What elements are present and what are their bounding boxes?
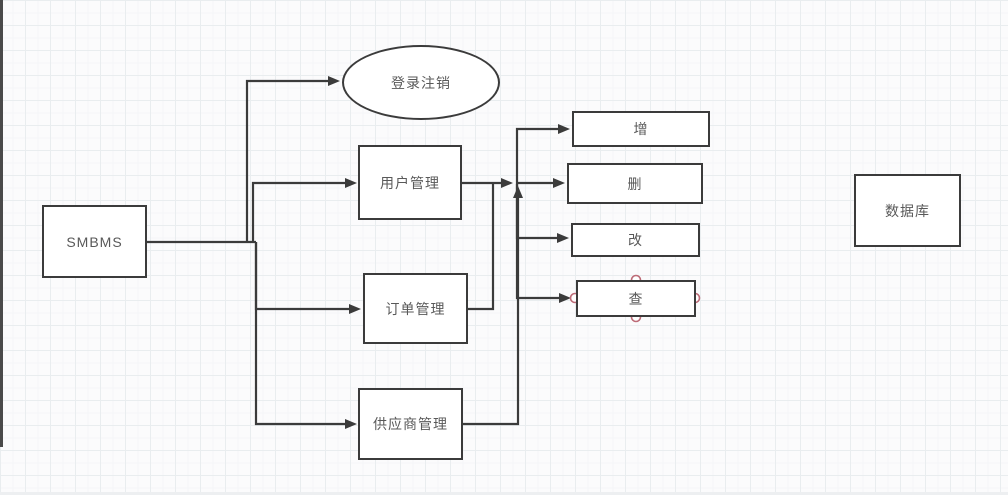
node-label: 增 bbox=[633, 121, 649, 137]
node-label: 用户管理 bbox=[380, 174, 440, 191]
window-edge-left bbox=[0, 0, 3, 447]
node-crud-update[interactable]: 改 bbox=[571, 223, 700, 257]
edge-smbms-login-logout[interactable] bbox=[245, 76, 340, 242]
node-label: 供应商管理 bbox=[373, 416, 448, 432]
node-label: 删 bbox=[627, 175, 643, 192]
node-label: 改 bbox=[628, 232, 643, 248]
edge-smbms-user-mgmt[interactable] bbox=[251, 178, 357, 242]
edge-junction-crud-query[interactable] bbox=[515, 184, 571, 303]
edge-smbms-supplier-mgmt[interactable] bbox=[254, 242, 357, 429]
node-crud-query[interactable]: 查 bbox=[576, 280, 696, 317]
node-smbms[interactable]: SMBMS bbox=[42, 205, 147, 278]
node-label: 登录注销 bbox=[391, 74, 451, 91]
canvas-bottom-edge bbox=[0, 492, 1008, 495]
node-crud-delete[interactable]: 删 bbox=[567, 163, 703, 204]
edge-smbms-order-mgmt[interactable] bbox=[254, 242, 361, 314]
edge-junction-crud-update[interactable] bbox=[515, 184, 569, 243]
node-crud-add[interactable]: 增 bbox=[572, 111, 710, 147]
node-label: 订单管理 bbox=[385, 300, 446, 317]
edge-order-mgmt-junction[interactable] bbox=[468, 184, 495, 311]
node-order-mgmt[interactable]: 订单管理 bbox=[363, 273, 468, 344]
node-label: SMBMS bbox=[66, 233, 123, 250]
node-database[interactable]: 数据库 bbox=[854, 174, 961, 247]
node-user-mgmt[interactable]: 用户管理 bbox=[358, 145, 462, 220]
node-supplier-mgmt[interactable]: 供应商管理 bbox=[358, 388, 463, 460]
node-label: 查 bbox=[628, 290, 644, 307]
node-login-logout[interactable]: 登录注销 bbox=[342, 45, 500, 120]
node-label: 数据库 bbox=[885, 202, 930, 219]
edge-junction-crud-add[interactable] bbox=[515, 124, 570, 184]
